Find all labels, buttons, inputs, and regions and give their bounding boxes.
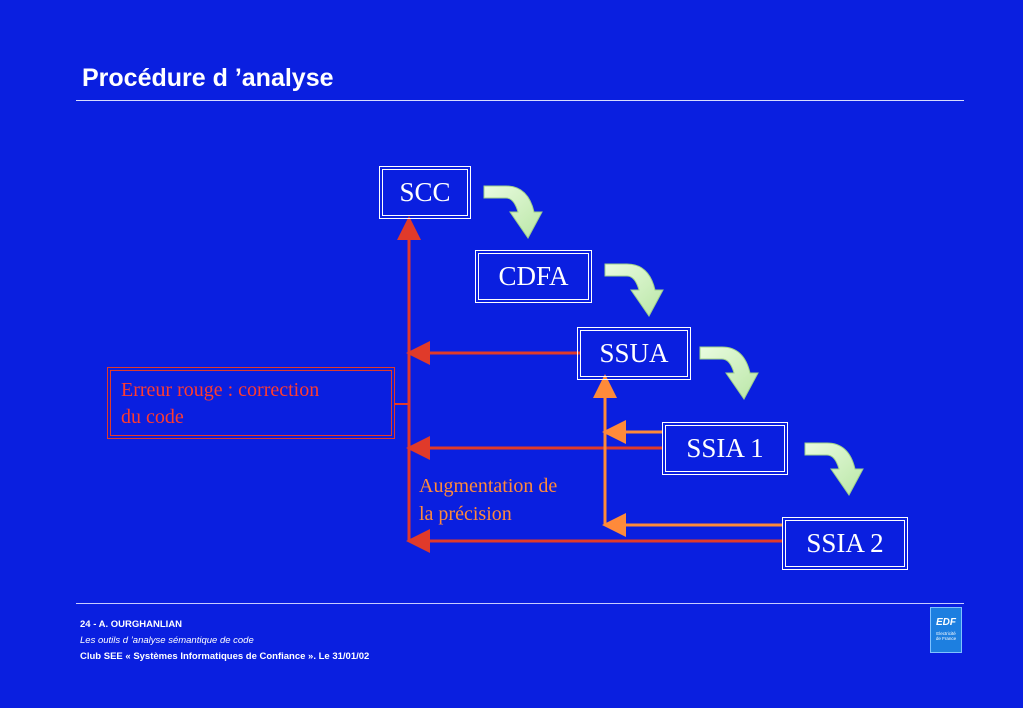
footer: 24 - A. OURGHANLIAN Les outils d ’analys…	[80, 617, 369, 665]
node-cdfa: CDFA	[475, 250, 592, 303]
logo-sub-text-2: de France	[935, 636, 957, 641]
logo-icon: EDF Electricité de France	[930, 607, 962, 653]
logo-main-text: EDF	[936, 617, 956, 628]
curved-arrow-icon	[604, 263, 664, 317]
logo-sub-text-1: Electricité	[936, 631, 956, 636]
error-note-line2: du code	[121, 406, 184, 428]
curved-arrow-icon	[804, 442, 864, 496]
footer-event: Club SEE « Systèmes Informatiques de Con…	[80, 651, 370, 662]
precision-label: Augmentation de la précision	[419, 472, 589, 528]
precision-lines	[593, 374, 783, 537]
node-scc: SCC	[379, 166, 471, 219]
footer-divider	[76, 603, 964, 604]
error-feedback-lines	[395, 216, 783, 553]
node-ssia2: SSIA 2	[782, 517, 908, 570]
slide-title: Procédure d ’analyse	[82, 64, 334, 92]
curved-arrow-icon	[483, 185, 543, 239]
node-ssia1: SSIA 1	[662, 422, 788, 475]
title-divider	[76, 100, 964, 101]
error-note-box: Erreur rouge : correction du code	[107, 367, 395, 439]
node-ssua: SSUA	[577, 327, 691, 380]
precision-label-line2: la précision	[419, 503, 512, 525]
precision-label-line1: Augmentation de	[419, 475, 558, 497]
footer-author: 24 - A. OURGHANLIAN	[80, 619, 183, 630]
footer-subject: Les outils d ’analyse sémantique de code	[80, 635, 254, 646]
error-note-line1: Erreur rouge : correction	[121, 379, 320, 401]
curved-arrow-icon	[699, 346, 759, 400]
